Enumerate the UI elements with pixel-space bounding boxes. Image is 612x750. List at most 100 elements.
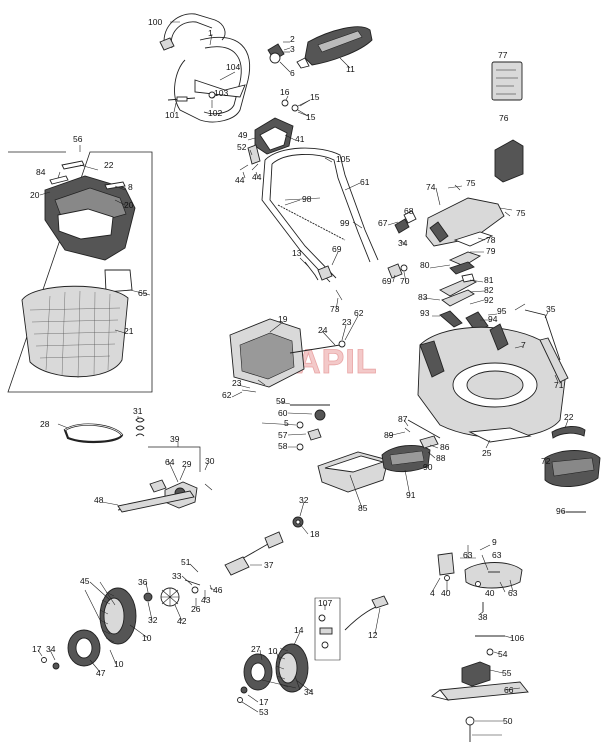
part-label: 61: [360, 177, 370, 187]
part-label: 30: [205, 456, 215, 466]
part-label: 27: [251, 644, 261, 654]
part-label: 42: [177, 616, 187, 626]
part-label: 8: [128, 182, 133, 192]
part-label: 44: [252, 172, 262, 182]
rear-wheel-right: [237, 643, 309, 703]
part-label: 81: [484, 275, 494, 285]
rear-wheel-left: [41, 587, 137, 670]
part-label: 80: [420, 260, 430, 270]
part-label: 17: [32, 644, 42, 654]
rear-flap: [544, 426, 601, 487]
small-hardware-center: [290, 404, 330, 451]
part-label: 10: [268, 646, 278, 656]
part-label: 32: [299, 495, 309, 505]
part-label: 31: [133, 406, 143, 416]
part-label: 78: [486, 235, 496, 245]
part-label: 63: [508, 588, 518, 598]
part-label: 92: [484, 295, 494, 305]
part-label: 23: [232, 378, 242, 388]
discharge-chute: [317, 419, 441, 493]
part-label: 59: [276, 396, 286, 406]
part-label: 100: [148, 17, 162, 27]
part-label: 55: [502, 668, 512, 678]
part-label: 106: [510, 633, 524, 643]
mower-deck: [417, 309, 569, 443]
part-label: 96: [556, 506, 566, 516]
part-label: 93: [420, 308, 430, 318]
gearbox-group: [117, 417, 213, 513]
part-label: 66: [504, 685, 514, 695]
axle-levers: [439, 273, 526, 333]
part-label: 48: [94, 495, 104, 505]
part-label: 53: [259, 707, 269, 717]
part-label: 89: [384, 430, 394, 440]
part-label: 33: [172, 571, 182, 581]
part-label: 45: [80, 576, 90, 586]
part-label: 2: [290, 34, 295, 44]
part-label: 22: [564, 412, 574, 422]
part-label: 23: [342, 317, 352, 327]
part-label: 37: [264, 560, 274, 570]
part-label: 99: [340, 218, 350, 228]
part-label: 20: [30, 190, 40, 200]
part-label: 40: [485, 588, 495, 598]
part-label: 104: [226, 62, 240, 72]
part-label: 67: [378, 218, 388, 228]
part-label: 52: [237, 142, 247, 152]
part-label: 76: [499, 113, 509, 123]
handle-lower: [261, 147, 379, 283]
part-label: 87: [398, 414, 408, 424]
part-label: 38: [478, 612, 488, 622]
part-label: 57: [278, 430, 288, 440]
part-label: 34: [46, 644, 56, 654]
part-label: 65: [138, 288, 148, 298]
part-label: 32: [148, 615, 158, 625]
part-label: 14: [294, 625, 304, 635]
part-label: 54: [498, 649, 508, 659]
label-sticker: [491, 61, 523, 101]
part-label: 13: [292, 248, 302, 258]
engine-cover: [229, 318, 346, 393]
part-label: 35: [546, 304, 556, 314]
part-label: 88: [436, 453, 446, 463]
part-label: 79: [486, 246, 496, 256]
part-label: 63: [463, 550, 473, 560]
part-label: 62: [354, 308, 364, 318]
part-label: 34: [398, 238, 408, 248]
part-label: 17: [259, 697, 269, 707]
part-label: 3: [290, 44, 295, 54]
part-label: 16: [280, 87, 290, 97]
part-label: 91: [406, 490, 416, 500]
part-label: 26: [191, 604, 201, 614]
part-label: 74: [426, 182, 436, 192]
part-label: 64: [165, 457, 175, 467]
part-label: 19: [278, 314, 288, 324]
part-label: 7: [521, 340, 526, 350]
part-label: 84: [36, 167, 46, 177]
part-label: 4: [430, 588, 435, 598]
part-label: 60: [278, 408, 288, 418]
part-label: 5: [284, 418, 289, 428]
part-label: 90: [423, 462, 433, 472]
leader-lines: [37, 21, 569, 736]
part-label: 12: [368, 630, 378, 640]
part-label: 98: [302, 194, 312, 204]
drive-belt: [63, 423, 124, 444]
part-label: 77: [498, 50, 508, 60]
part-label: 101: [165, 110, 179, 120]
part-label: 51: [181, 557, 191, 567]
blade-assembly: [430, 635, 529, 742]
part-label: 83: [418, 292, 428, 302]
part-labels: 100 1 2 3 6 104 11 103 102 101 16 15 15 …: [30, 17, 574, 726]
part-label: 28: [40, 419, 50, 429]
part-label: 102: [208, 108, 222, 118]
part-label: 103: [214, 88, 228, 98]
part-label: 75: [516, 208, 526, 218]
part-label: 69: [382, 276, 392, 286]
part-label: 6: [290, 68, 295, 78]
part-label: 36: [138, 577, 148, 587]
part-label: 40: [441, 588, 451, 598]
part-label: 22: [104, 160, 114, 170]
